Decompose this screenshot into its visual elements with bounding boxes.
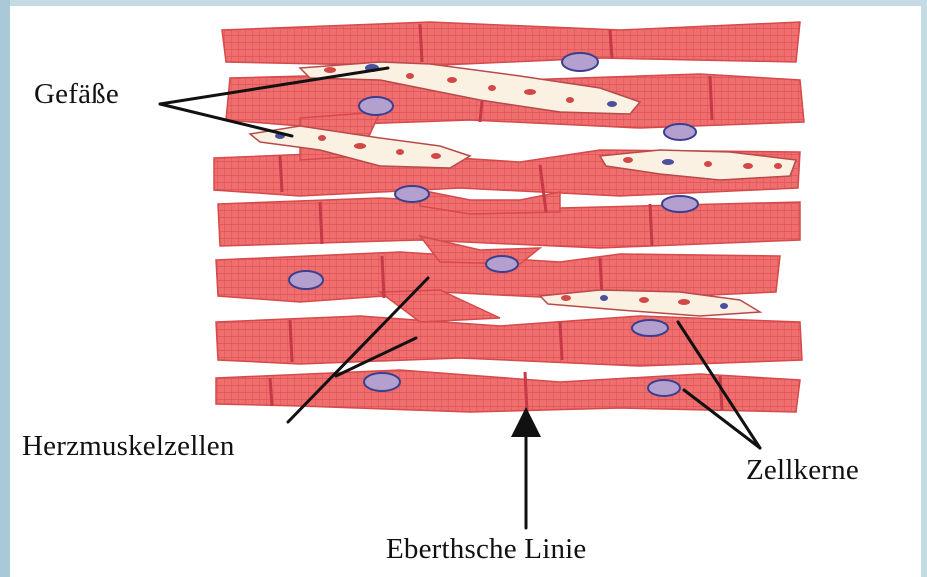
label-nuclei: Zellkerne: [746, 456, 859, 485]
label-heart-muscle-cells: Herzmuskelzellen: [22, 432, 235, 461]
label-vessels: Gefäße: [34, 80, 119, 109]
fiber-row-1: [222, 22, 800, 66]
label-intercalated-disc: Eberthsche Linie: [386, 535, 586, 564]
fiber-row-6: [216, 316, 802, 366]
